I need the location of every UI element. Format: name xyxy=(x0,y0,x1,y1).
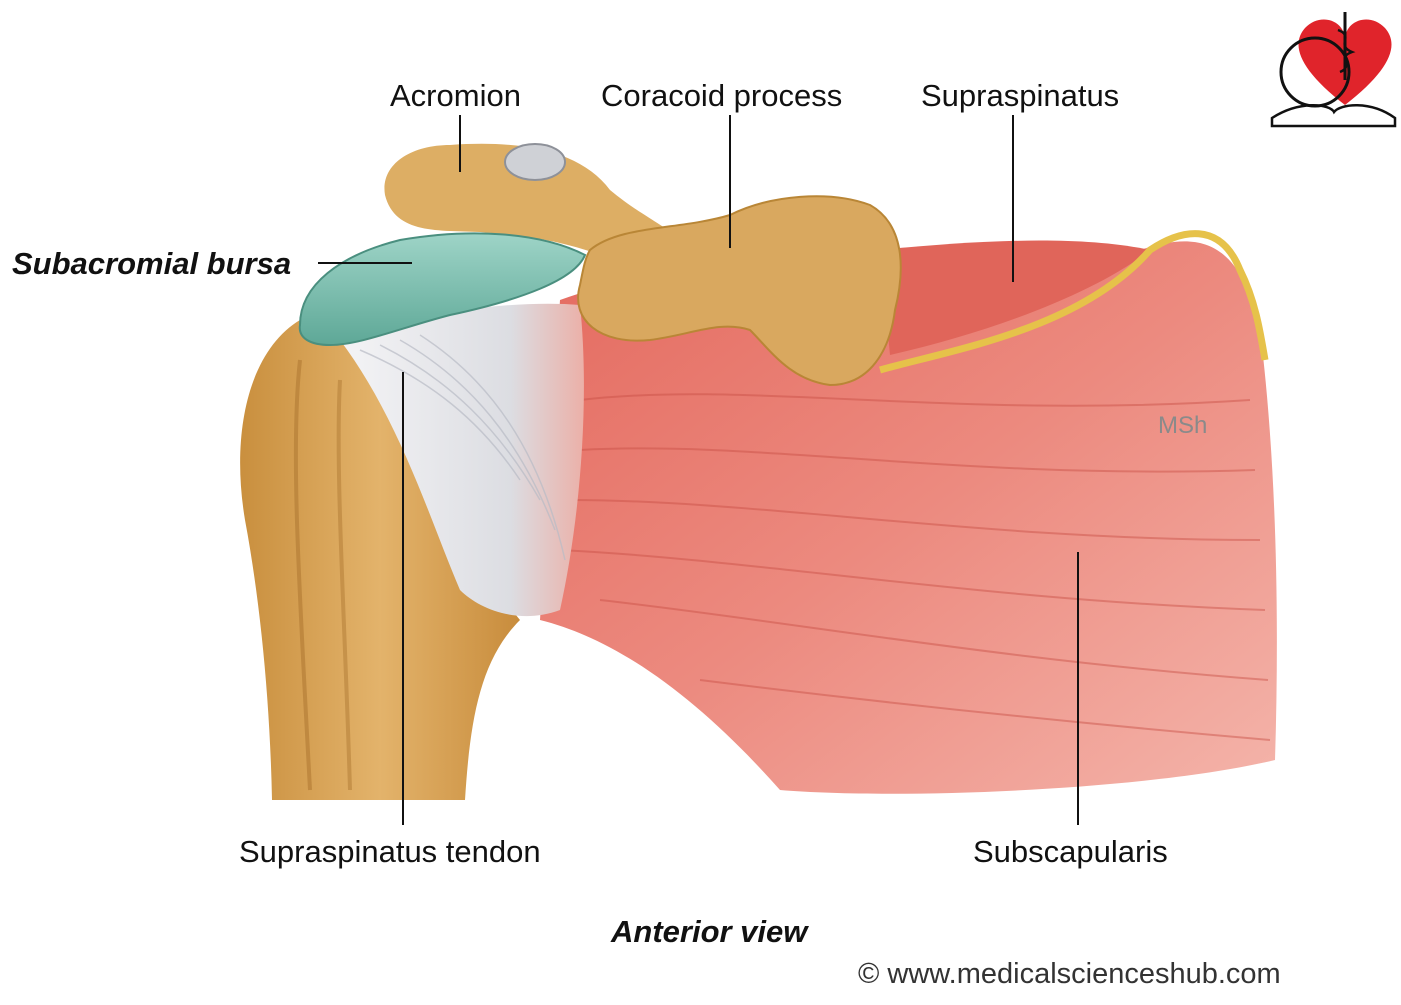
label-acromion: Acromion xyxy=(390,78,521,113)
humerus-groove xyxy=(293,359,312,791)
supraspinatus-muscle xyxy=(880,240,1150,355)
supraspinatus-tendon-shape xyxy=(340,303,584,617)
subacromial-bursa-shape xyxy=(298,232,587,347)
acromion-articular-facet xyxy=(504,143,566,181)
muscle-fibres xyxy=(559,393,1271,741)
scapular-border xyxy=(879,230,1269,374)
humerus-groove-2 xyxy=(336,379,352,791)
label-subscapularis: Subscapularis xyxy=(973,834,1168,869)
copyright-notice: © www.medicalscienceshub.com xyxy=(858,958,1281,990)
acromion-bone xyxy=(384,143,680,255)
label-coracoid-process: Coracoid process xyxy=(601,78,843,113)
caduceus-heart-book-logo xyxy=(1270,12,1397,128)
subscapularis-muscle xyxy=(540,241,1277,794)
leader-lines xyxy=(318,115,1079,825)
label-subacromial-bursa: Subacromial bursa xyxy=(12,246,292,281)
label-supraspinatus-tendon: Supraspinatus tendon xyxy=(239,834,541,869)
humerus-bone xyxy=(240,317,520,800)
coracoid-process-bone xyxy=(577,195,902,387)
tendon-fibres xyxy=(359,334,566,561)
label-supraspinatus: Supraspinatus xyxy=(921,78,1120,113)
caption-anterior-view: Anterior view xyxy=(611,914,808,949)
watermark: MSh xyxy=(1158,412,1208,439)
